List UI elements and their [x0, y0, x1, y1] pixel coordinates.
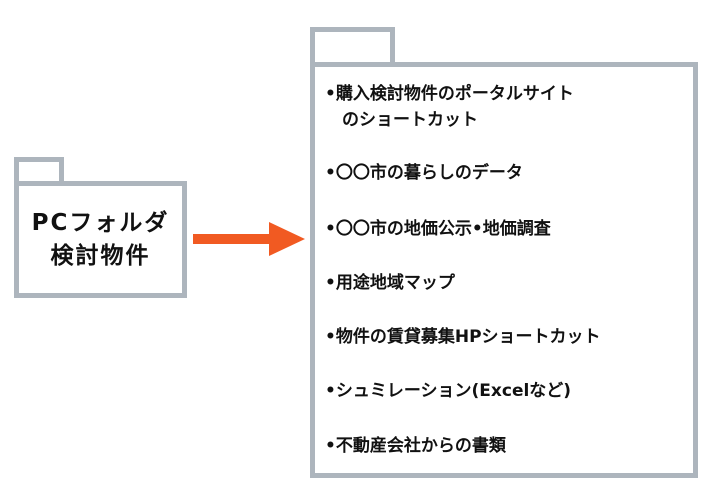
list-item-text: •購入検討物件のポータルサイト — [325, 84, 574, 104]
list-item: •購入検討物件のポータルサイト のショートカット — [325, 81, 574, 133]
list-item: •〇〇市の地価公示•地価調査 — [325, 219, 551, 239]
list-item: •物件の賃貸募集HPショートカット — [325, 327, 601, 347]
source-folder-title-line2: 検討物件 — [50, 242, 151, 269]
contents-folder-tab — [310, 27, 395, 67]
list-item-text-cont: のショートカット — [325, 110, 478, 130]
list-item: •不動産会社からの書類 — [325, 436, 506, 456]
arrow-right-icon — [193, 222, 305, 256]
source-folder-title-line1: PCフォルダ — [31, 209, 170, 236]
list-item: •用途地域マップ — [325, 273, 455, 293]
contents-folder: •購入検討物件のポータルサイト のショートカット •〇〇市の暮らしのデータ •〇… — [310, 62, 698, 478]
list-item: •〇〇市の暮らしのデータ — [325, 163, 523, 183]
source-folder: PCフォルダ 検討物件 — [14, 181, 187, 298]
list-item: •シュミレーション(Excelなど) — [325, 381, 572, 401]
